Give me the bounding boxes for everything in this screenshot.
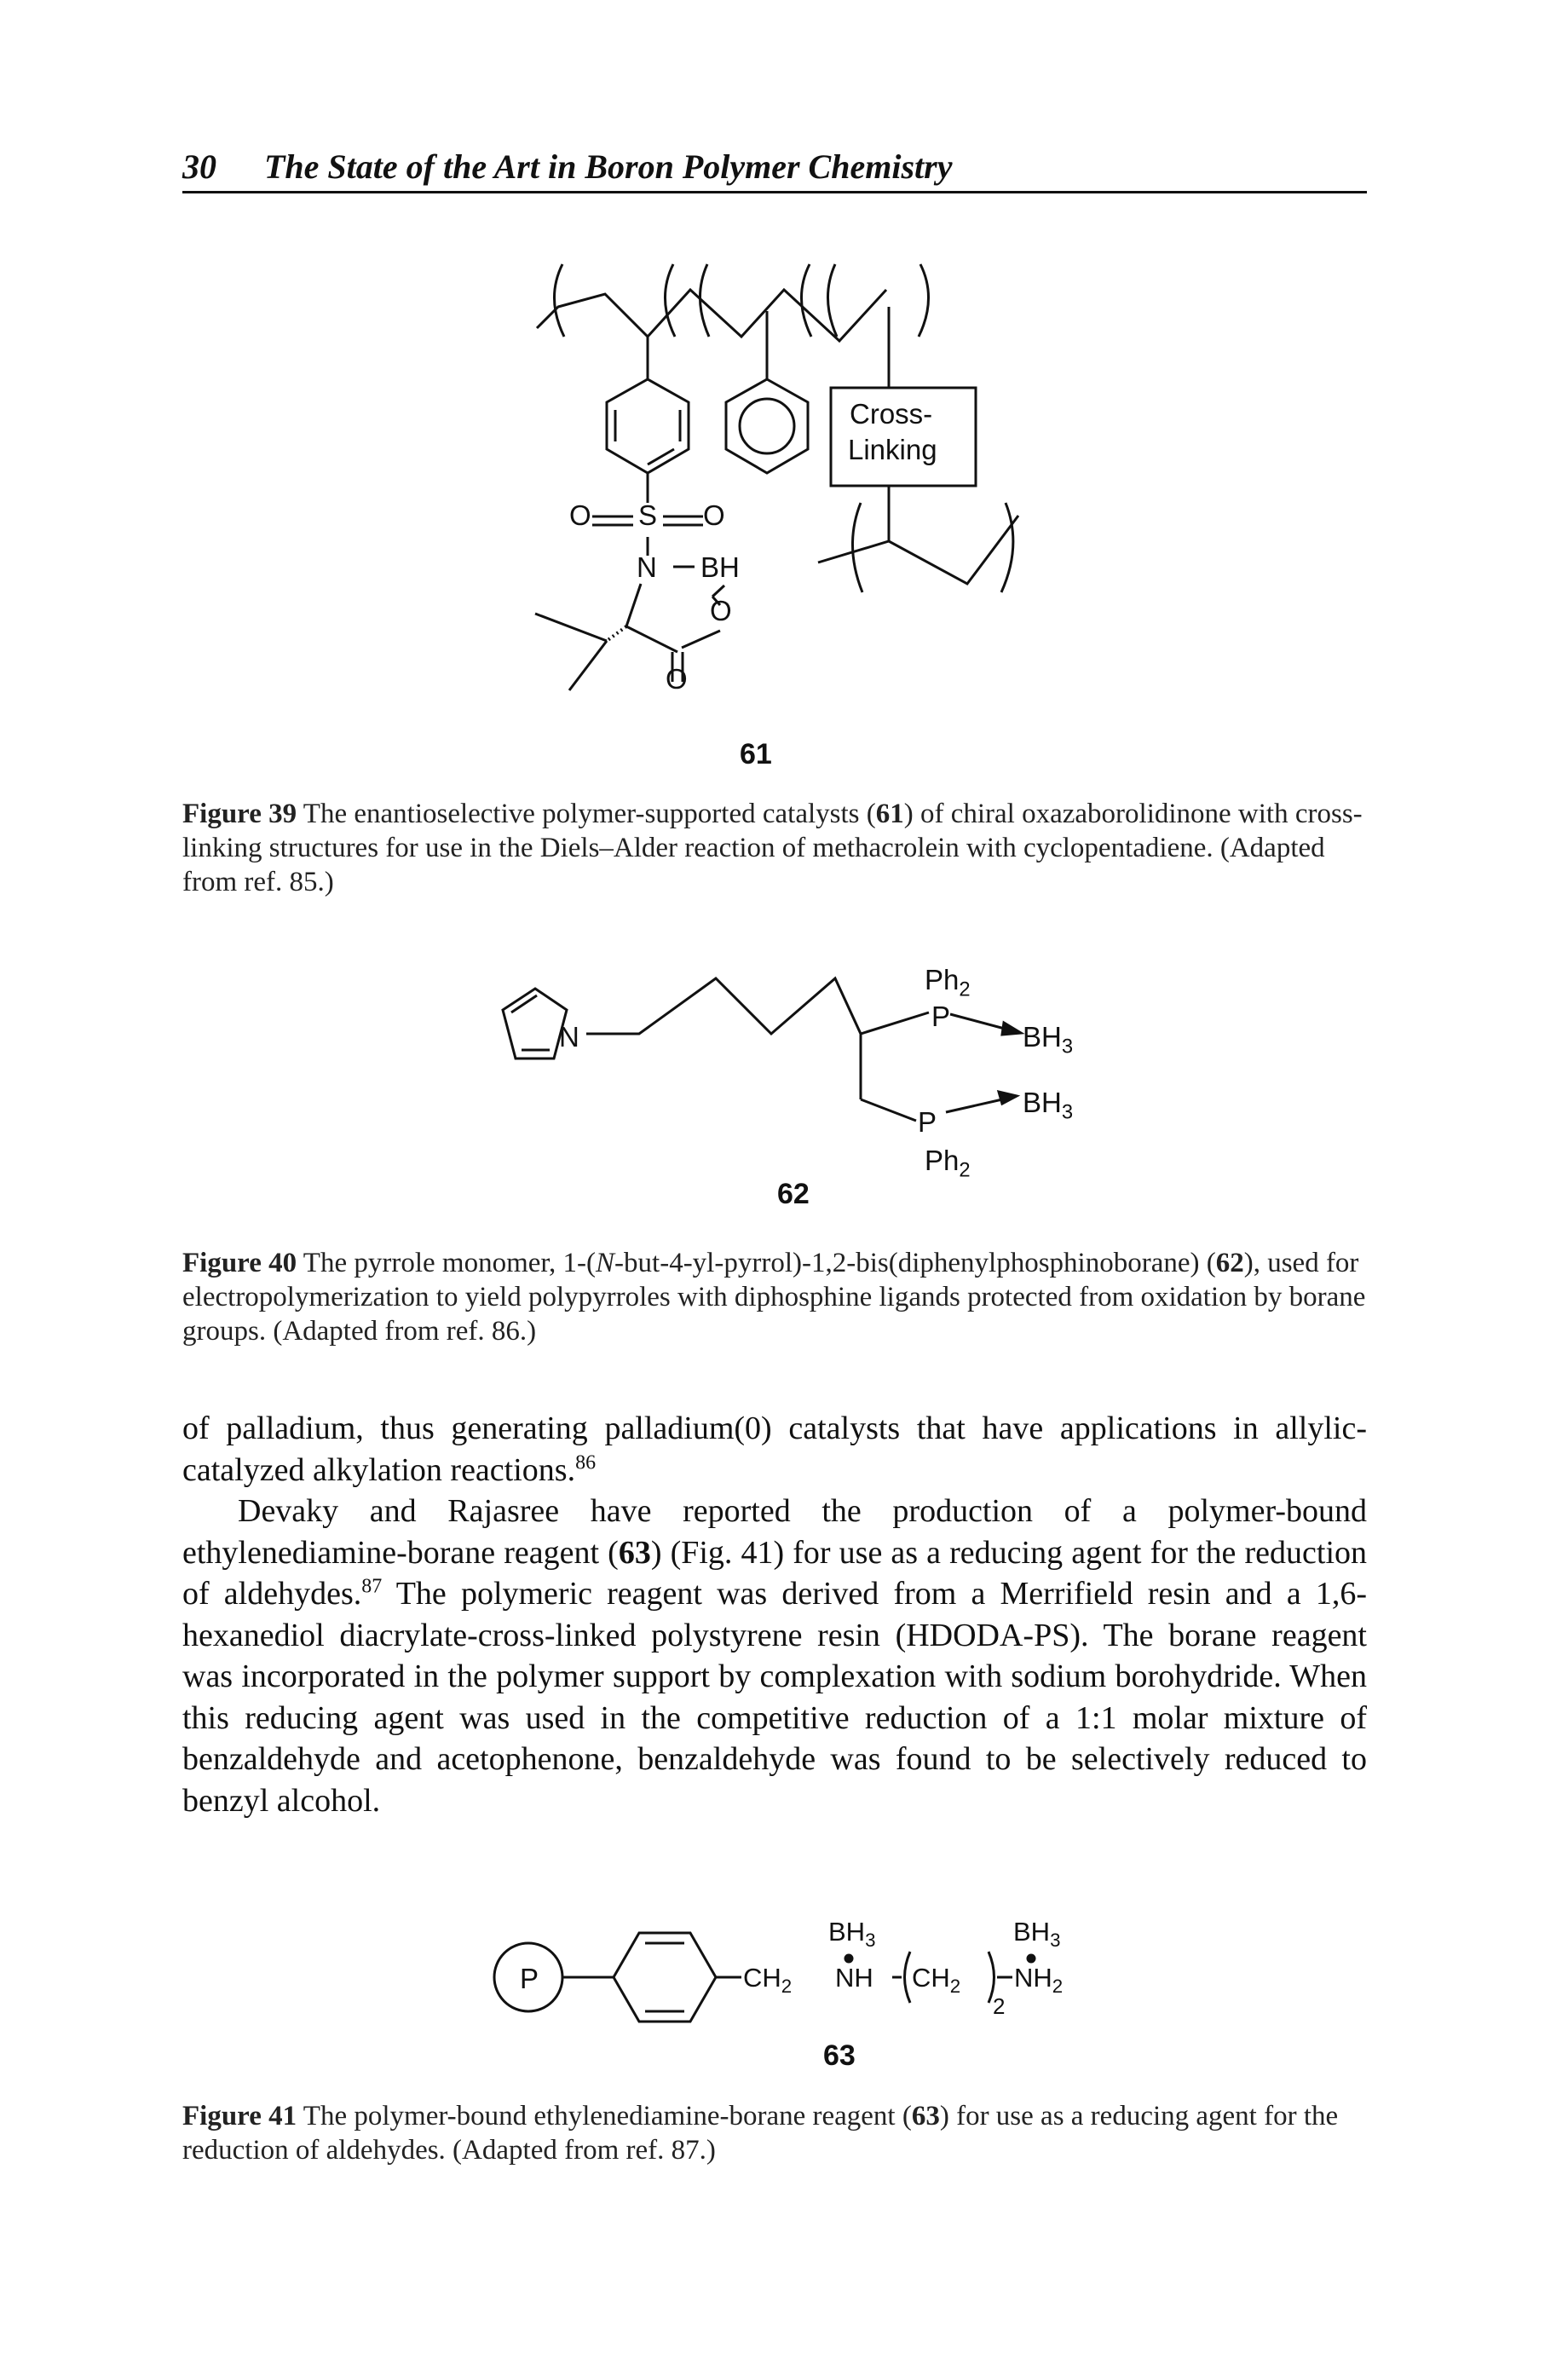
reference-superscript: 87 <box>361 1575 383 1598</box>
benzene-ring <box>612 1931 718 2023</box>
atom-bh: BH <box>700 551 740 583</box>
atom-ph2-bottom: Ph2 <box>925 1145 971 1182</box>
caption-text: The pyrrole monomer, 1-( <box>303 1248 597 1278</box>
compound-number-61: 61 <box>740 738 772 770</box>
caption-compound-ref: 61 <box>875 799 904 829</box>
polymer-bead-label: P <box>520 1963 539 1994</box>
atom-bh3-bottom: BH3 <box>1023 1087 1074 1124</box>
caption-text: The enantioselective polymer-supported c… <box>303 799 876 829</box>
atom-ph2-top: Ph2 <box>925 964 971 1001</box>
body-text: of palladium, thus generating palladium(… <box>182 1408 1367 1821</box>
paragraph-text: of palladium, thus generating palladium(… <box>182 1410 1367 1488</box>
paragraph-2: Devaky and Rajasree have reported the pr… <box>182 1491 1367 1821</box>
benzene-ring-2 <box>724 378 810 475</box>
bracket-mid1 <box>664 263 677 337</box>
atom-o-carbonyl: O <box>666 663 688 695</box>
atom-bh3-a: BH3 <box>828 1917 876 1952</box>
atom-n-pyrrole: N <box>559 1021 579 1053</box>
atom-ch2-repeat: CH2 <box>912 1963 961 1998</box>
atom-n: N <box>637 551 657 583</box>
caption-compound-ref: 62 <box>1215 1248 1244 1278</box>
pyrrole-ring <box>501 987 568 1060</box>
atom-o-left: O <box>569 499 591 531</box>
compound-number-63: 63 <box>823 2039 856 2072</box>
caption-label: Figure 39 <box>182 799 297 829</box>
atom-bh3-b: BH3 <box>1013 1917 1061 1952</box>
paragraph-text: The polymeric reagent was derived from a… <box>182 1576 1367 1819</box>
bracket-mid4 <box>827 263 839 337</box>
caption-label: Figure 40 <box>182 1248 297 1278</box>
figure-40-structure: N Ph2 P BH3 BH3 P Ph2 <box>477 950 1125 1182</box>
atom-o-right: O <box>703 499 725 531</box>
compound-number-62: 62 <box>777 1178 810 1210</box>
bracket-left <box>553 263 566 337</box>
figure-41-structure: P BH3 BH3 CH2 NH CH2 2 NH2 <box>477 1896 1125 2041</box>
butyl-chain <box>586 976 930 1036</box>
figure-39-structure: O S O N BH O O Cross- Linking <box>477 247 1074 767</box>
page-number: 30 <box>182 147 216 186</box>
atom-s: S <box>638 499 658 531</box>
repeat-subscript: 2 <box>993 1993 1006 2019</box>
reference-superscript: 86 <box>575 1451 597 1474</box>
atom-nh: NH <box>835 1963 873 1993</box>
caption-text: ) for use as a reducing agent for the re… <box>182 2101 1339 2166</box>
atom-bh3-top: BH3 <box>1023 1021 1074 1058</box>
bracket-mid3 <box>800 263 813 337</box>
bracket-right <box>917 263 930 337</box>
aromatic-circle <box>738 397 796 455</box>
atom-nh2: NH2 <box>1014 1963 1064 1998</box>
figure-41-caption: Figure 41 The polymer-bound ethylenediam… <box>182 2099 1367 2167</box>
paragraph-text: ) (Fig. 41) for use as a reducing agent … <box>182 1534 1368 1612</box>
caption-text: ), used for electropolymerization to yie… <box>182 1248 1366 1347</box>
compound-ref: 63 <box>618 1534 651 1571</box>
cross-linking-label-2: Linking <box>848 434 937 465</box>
caption-text: The polymer-bound ethylenediamine-borane… <box>303 2101 912 2131</box>
bracket-mid2 <box>699 263 711 337</box>
running-header: 30 The State of the Art in Boron Polymer… <box>182 147 1367 193</box>
atom-p-bottom: P <box>918 1106 937 1138</box>
polymer-backbone <box>535 287 888 343</box>
caption-text: ) of chiral oxazaborolidinone with cross… <box>182 799 1363 897</box>
running-title: The State of the Art in Boron Polymer Ch… <box>264 147 953 186</box>
cross-linking-label-1: Cross- <box>850 398 933 430</box>
figure-40-caption: Figure 40 The pyrrole monomer, 1-(N-but-… <box>182 1246 1367 1348</box>
atom-ch2: CH2 <box>743 1963 793 1998</box>
caption-text: -but-4-yl-pyrrol)-1,2-bis(diphenylphosph… <box>614 1248 1216 1278</box>
paragraph-text: Devaky and Rajasree have reported the pr… <box>182 1493 1367 1571</box>
benzene-ring-1 <box>605 378 690 475</box>
atom-o-ring: O <box>710 595 732 626</box>
figure-39-caption: Figure 39 The enantioselective polymer-s… <box>182 797 1367 899</box>
caption-compound-ref: 63 <box>911 2101 940 2131</box>
atom-p-top: P <box>931 1001 951 1032</box>
cross-linking-box <box>829 386 977 487</box>
caption-label: Figure 41 <box>182 2101 297 2131</box>
caption-italic: N <box>596 1248 615 1278</box>
paragraph-1: of palladium, thus generating palladium(… <box>182 1408 1367 1491</box>
